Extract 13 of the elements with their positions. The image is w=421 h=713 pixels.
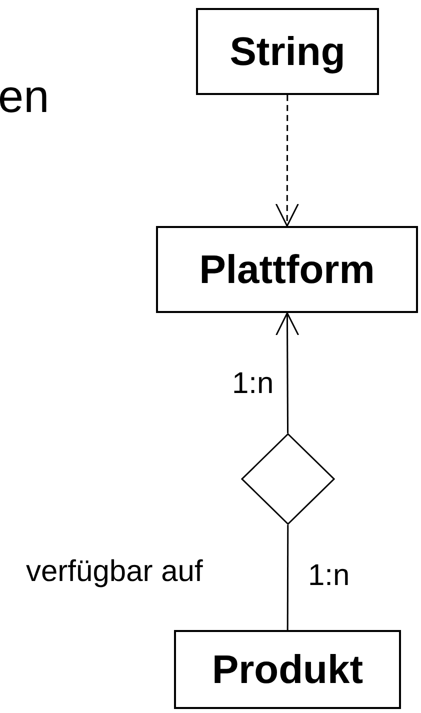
arrow — [275, 95, 299, 227]
connector-line — [286, 524, 289, 630]
entity-name: Plattform — [199, 246, 375, 294]
relationship-name: verfügbar auf — [26, 554, 203, 590]
cardinality-label: 1:n — [232, 366, 274, 402]
entity-name: String — [230, 28, 346, 76]
arrow — [276, 312, 300, 434]
cardinality-label: 1:n — [308, 558, 350, 594]
entity-name: Produkt — [212, 646, 364, 694]
entity-box — [196, 8, 379, 95]
entity-box — [174, 630, 401, 709]
relationship-diamond — [241, 433, 335, 525]
entity-box — [156, 226, 418, 313]
